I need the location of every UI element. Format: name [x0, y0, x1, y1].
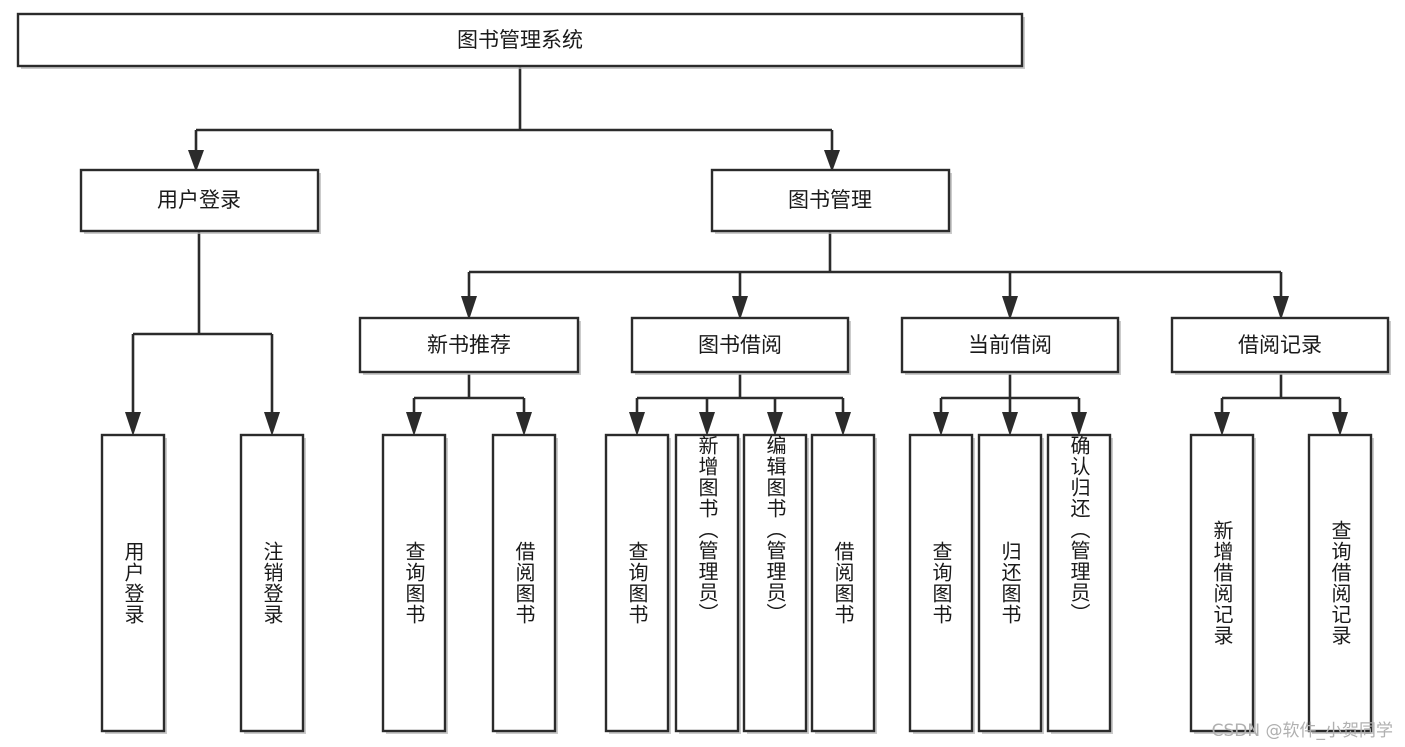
leaf-box-borrow-records-0[interactable]: [1189, 433, 1255, 733]
level3-node-new-book-label: 新书推荐: [427, 333, 511, 357]
arrow-newbook-leaf-1: [406, 412, 422, 436]
arrow-root-to-book-mgmt: [824, 150, 840, 172]
arrow-bookborrow-leaf-1: [629, 412, 645, 436]
arrow-user-login-leaf-1: [125, 412, 141, 436]
leaf-box-borrow-records-1[interactable]: [1307, 433, 1373, 733]
leaf-box-book-borrow-2[interactable]: [742, 433, 808, 733]
arrow-borrowrecords-leaf-1: [1214, 412, 1230, 436]
arrow-bookmgmt-new-book: [461, 296, 477, 320]
leaf-box-new-book-1[interactable]: [491, 433, 557, 733]
arrow-currentborrow-leaf-3: [1071, 412, 1087, 436]
arrow-bookmgmt-borrow-records: [1273, 296, 1289, 320]
arrow-bookborrow-leaf-2: [699, 412, 715, 436]
leaf-box-user-login-0[interactable]: [100, 433, 166, 733]
level2-node-user-login-box[interactable]: [79, 168, 320, 233]
arrow-bookborrow-leaf-4: [835, 412, 851, 436]
root-node-label: 图书管理系统: [457, 28, 583, 52]
arrow-root-to-user-login: [188, 150, 204, 172]
leaf-box-current-borrow-0[interactable]: [908, 433, 974, 733]
level3-node-current-borrow-label: 当前借阅: [968, 333, 1052, 357]
arrow-user-login-leaf-2: [264, 412, 280, 436]
leaf-box-book-borrow-1[interactable]: [674, 433, 740, 733]
arrow-currentborrow-leaf-1: [933, 412, 949, 436]
leaf-box-current-borrow-2[interactable]: [1046, 433, 1112, 733]
level3-node-book-borrow-label: 图书借阅: [698, 333, 782, 357]
level3-node-current-borrow-box[interactable]: [900, 316, 1120, 374]
level3-node-new-book-box[interactable]: [358, 316, 580, 374]
arrow-borrowrecords-leaf-2: [1332, 412, 1348, 436]
node-layer: 图书管理系统 用户登录 图书管理 新书推荐 图书借阅 当前借阅 借阅记录: [16, 12, 1391, 734]
leaf-box-book-borrow-3[interactable]: [810, 433, 876, 733]
arrow-bookborrow-leaf-3: [767, 412, 783, 436]
arrow-currentborrow-leaf-2: [1002, 412, 1018, 436]
arrow-bookmgmt-current-borrow: [1002, 296, 1018, 320]
level2-node-book-mgmt-box[interactable]: [710, 168, 951, 233]
level2-node-user-login-label: 用户登录: [157, 188, 241, 212]
leaf-box-new-book-0[interactable]: [381, 433, 447, 733]
leaf-box-current-borrow-1[interactable]: [977, 433, 1043, 733]
root-node-box[interactable]: [16, 12, 1024, 68]
level3-node-borrow-records-label: 借阅记录: [1238, 333, 1322, 357]
arrow-bookmgmt-book-borrow: [732, 296, 748, 320]
level3-node-book-borrow-box[interactable]: [630, 316, 850, 374]
connector-layer: [125, 66, 1348, 436]
leaf-box-user-login-1[interactable]: [239, 433, 305, 733]
level3-node-borrow-records-box[interactable]: [1170, 316, 1390, 374]
arrow-newbook-leaf-2: [516, 412, 532, 436]
level2-node-book-mgmt-label: 图书管理: [788, 188, 872, 212]
leaf-box-book-borrow-0[interactable]: [604, 433, 670, 733]
